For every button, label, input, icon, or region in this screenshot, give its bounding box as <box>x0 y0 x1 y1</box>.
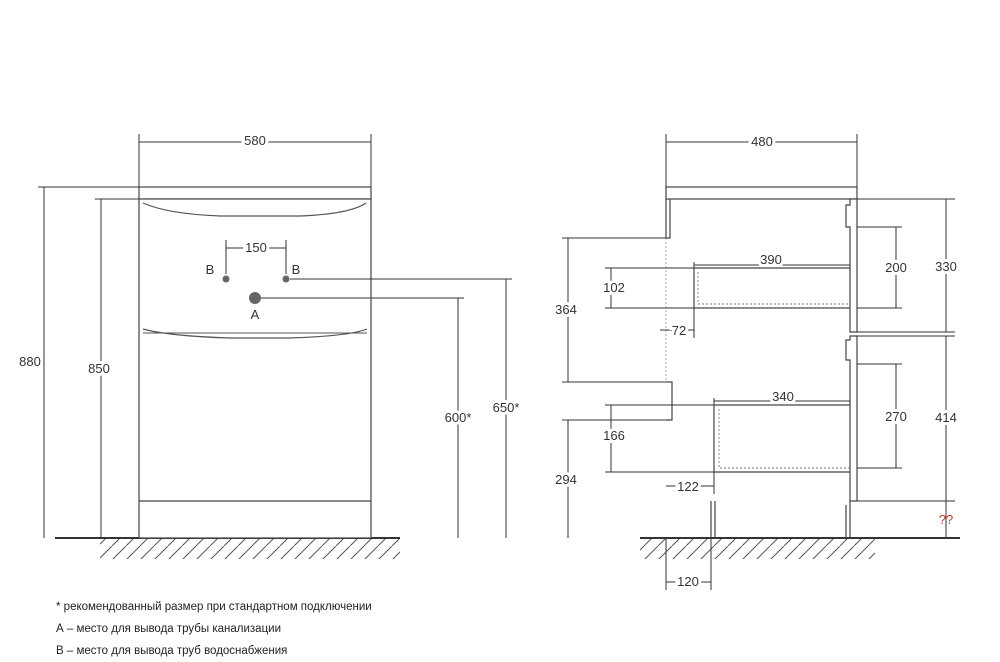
drain-pipe-marker <box>249 292 261 304</box>
drain-height-label: 600* <box>445 410 472 425</box>
floor-hatch-side <box>640 539 875 559</box>
plinth-side <box>845 501 851 538</box>
plinth-label: ?? <box>939 512 953 527</box>
front-total-height-label: 880 <box>19 354 41 369</box>
notes: * рекомендованный размер при стандартном… <box>56 596 372 662</box>
back-offset-top-label: 72 <box>672 323 686 338</box>
lower-cutout-label: 294 <box>555 472 577 487</box>
dim-back-offset-bottom: 122 <box>666 472 715 497</box>
upper-section-label: 200 <box>885 260 907 275</box>
dim-upper-drawer-height: 102 <box>600 267 694 309</box>
note-water: В – место для вывода труб водоснабжения <box>56 645 288 657</box>
plinth-back-label: 120 <box>677 574 699 589</box>
upper-drawer-box <box>693 267 850 309</box>
dim-lower-section: 270 <box>857 363 910 469</box>
dim-upper-block: 330 <box>857 198 960 333</box>
front-width-label: 580 <box>244 133 266 148</box>
front-panel-upper <box>845 198 858 333</box>
water-label-left: B <box>206 262 215 277</box>
top-drawer-front <box>142 202 367 217</box>
water-pipe-left-marker <box>222 275 230 283</box>
countertop-front <box>138 186 372 200</box>
side-depth-label: 480 <box>751 134 773 149</box>
dim-lower-block: 414 <box>857 335 960 502</box>
dim-lower-cutout: 294 <box>552 419 666 538</box>
dim-front-body-height: 850 <box>85 198 139 538</box>
dim-back-offset-top: 72 <box>660 308 695 341</box>
floor-hatch-front <box>100 539 400 559</box>
dim-lower-drawer-height: 166 <box>600 404 714 473</box>
dim-water-height: 650* <box>290 278 522 538</box>
lower-block-label: 414 <box>935 410 957 425</box>
dim-pipe-spacing: 150 <box>225 237 287 274</box>
upper-cutout-label: 364 <box>555 302 577 317</box>
dim-front-width: 580 <box>138 130 372 187</box>
dim-drain-height: 600* <box>261 297 474 538</box>
lower-section-label: 270 <box>885 409 907 424</box>
upper-drawer-height-label: 102 <box>603 280 625 295</box>
lower-drawer-box <box>713 404 850 473</box>
pipe-spacing-label: 150 <box>245 240 267 255</box>
cabinet-body-front <box>138 198 372 539</box>
dim-lower-drawer-depth: 340 <box>713 386 850 407</box>
water-pipe-right-marker <box>282 275 290 283</box>
upper-block-label: 330 <box>935 259 957 274</box>
back-offset-bottom-label: 122 <box>677 479 699 494</box>
front-view: B B A 580 880 850 150 <box>16 130 522 559</box>
side-view: 480 390 102 364 72 <box>552 131 960 592</box>
dim-plinth: ?? <box>939 501 953 538</box>
lower-drawer-depth-label: 340 <box>772 389 794 404</box>
dim-side-depth: 480 <box>665 131 858 187</box>
note-recommended: * рекомендованный размер при стандартном… <box>56 601 372 613</box>
dim-upper-cutout: 364 <box>552 237 666 383</box>
lower-drawer-height-label: 166 <box>603 428 625 443</box>
front-panel-lower <box>845 335 858 502</box>
dim-upper-section: 200 <box>857 226 910 309</box>
front-body-height-label: 850 <box>88 361 110 376</box>
note-drain: А – место для вывода трубы канализации <box>56 623 282 635</box>
dim-front-total-height: 880 <box>16 186 139 538</box>
dim-upper-drawer-depth: 390 <box>693 249 850 270</box>
upper-drawer-inner <box>697 272 850 305</box>
dim-plinth-back: 120 <box>665 538 712 592</box>
lower-drawer-inner <box>718 409 850 469</box>
upper-drawer-depth-label: 390 <box>760 252 782 267</box>
drain-label: A <box>251 307 260 322</box>
water-height-label: 650* <box>493 400 520 415</box>
water-label-right: B <box>292 262 301 277</box>
back-panel-profile <box>666 199 716 538</box>
countertop-side <box>665 186 858 200</box>
